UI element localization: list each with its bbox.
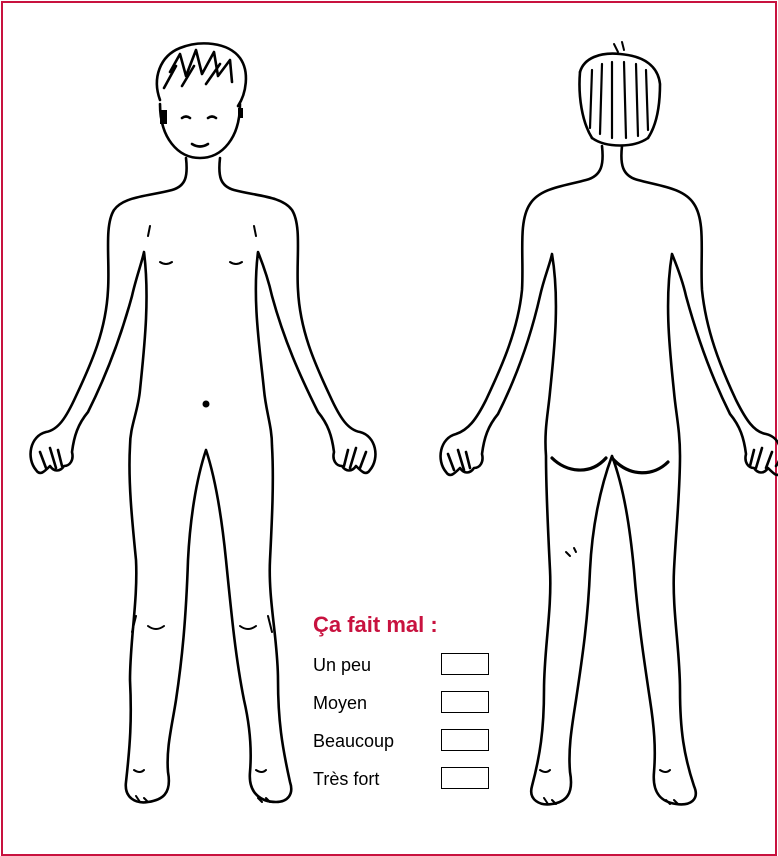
- pain-option-tres-fort[interactable]: Très fort: [313, 767, 503, 795]
- pain-checkbox-moyen[interactable]: [441, 691, 489, 713]
- pain-option-label: Beaucoup: [313, 731, 394, 752]
- front-face: [160, 104, 240, 158]
- pain-option-moyen[interactable]: Moyen: [313, 691, 503, 719]
- pain-option-label: Moyen: [313, 693, 367, 714]
- pain-checkbox-beaucoup[interactable]: [441, 729, 489, 751]
- front-left-hand: [40, 448, 62, 468]
- pain-option-un-peu[interactable]: Un peu: [313, 653, 503, 681]
- pain-option-label: Très fort: [313, 769, 379, 790]
- front-body-figure[interactable]: [31, 43, 376, 802]
- front-hair: [157, 43, 246, 124]
- pain-legend-title: Ça fait mal :: [313, 612, 438, 638]
- back-body-outline-right: [621, 146, 778, 466]
- pain-option-beaucoup[interactable]: Beaucoup: [313, 729, 503, 757]
- front-chest-marks: [148, 226, 256, 264]
- front-right-hand: [344, 448, 366, 468]
- pain-checkbox-un-peu[interactable]: [441, 653, 489, 675]
- back-marks: [566, 548, 576, 556]
- front-knees: [132, 616, 272, 632]
- pain-option-label: Un peu: [313, 655, 371, 676]
- front-navel: [203, 401, 210, 408]
- back-hair: [580, 42, 661, 146]
- pain-checkbox-tres-fort[interactable]: [441, 767, 489, 789]
- back-feet: [540, 770, 678, 804]
